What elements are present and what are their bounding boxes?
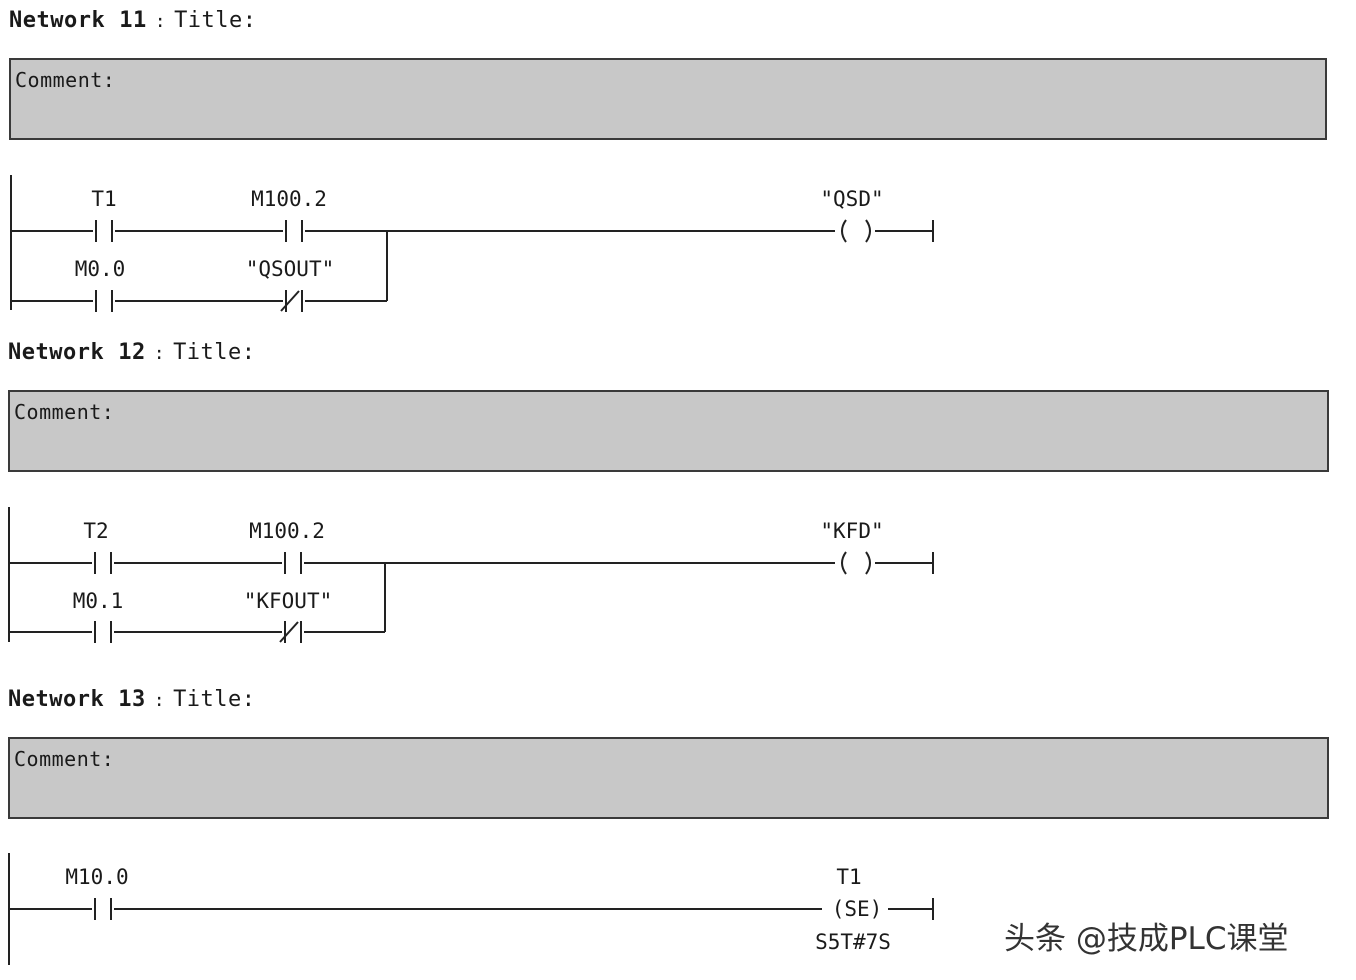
coil (865, 551, 871, 575)
contact-label: M0.0 (75, 257, 126, 281)
network-keyword: Network (8, 687, 105, 712)
network-title[interactable]: Title: (174, 8, 257, 33)
coil (865, 219, 871, 243)
comment-label: Comment: (14, 747, 115, 771)
network-number: 11 (119, 8, 147, 33)
contact-label: M10.0 (65, 865, 128, 889)
network-number: 13 (118, 687, 146, 712)
network-title[interactable]: Title: (173, 687, 256, 712)
network-header: Network 11: Title: (9, 8, 257, 33)
network-colon: : (154, 11, 167, 32)
contact-label: M100.2 (249, 519, 325, 543)
wire-segment (279, 621, 299, 643)
coil-label: T1 (836, 865, 861, 889)
coil-symbol: (SE) (832, 897, 883, 921)
network-header: Network 13: Title: (8, 687, 256, 712)
network-keyword: Network (9, 8, 106, 33)
comment-box[interactable]: Comment: (8, 390, 1329, 472)
contact-label: T2 (83, 519, 108, 543)
coil (841, 551, 847, 575)
watermark: 头条 @技成PLC课堂 (1004, 921, 1289, 957)
ladder-rung: T2 M100.2 M0.1 "KFOUT" "KFD" (8, 507, 934, 643)
network-header: Network 12: Title: (8, 340, 256, 365)
network-colon: : (153, 343, 166, 364)
wire-segment (280, 290, 300, 312)
ladder-rung: T1 M100.2 M0.0 "QSOUT" "QSD" (10, 175, 934, 312)
coil-label: "KFD" (820, 519, 883, 543)
contact-label: M100.2 (251, 187, 327, 211)
network-number: 12 (118, 340, 146, 365)
comment-label: Comment: (14, 400, 115, 424)
network-colon: : (153, 690, 166, 711)
comment-box[interactable]: Comment: (9, 58, 1327, 140)
network-title[interactable]: Title: (173, 340, 256, 365)
ladder-rung: (SE) M10.0 T1 S5T#7S (8, 853, 934, 965)
coil-label: "QSD" (820, 187, 883, 211)
comment-box[interactable]: Comment: (8, 737, 1329, 819)
contact-label: "KFOUT" (244, 589, 333, 613)
contact-label: M0.1 (73, 589, 124, 613)
contact-label: "QSOUT" (246, 257, 335, 281)
coil-parameter: S5T#7S (815, 930, 891, 954)
coil (841, 219, 847, 243)
network-keyword: Network (8, 340, 105, 365)
contact-label: T1 (91, 187, 116, 211)
comment-label: Comment: (15, 68, 116, 92)
